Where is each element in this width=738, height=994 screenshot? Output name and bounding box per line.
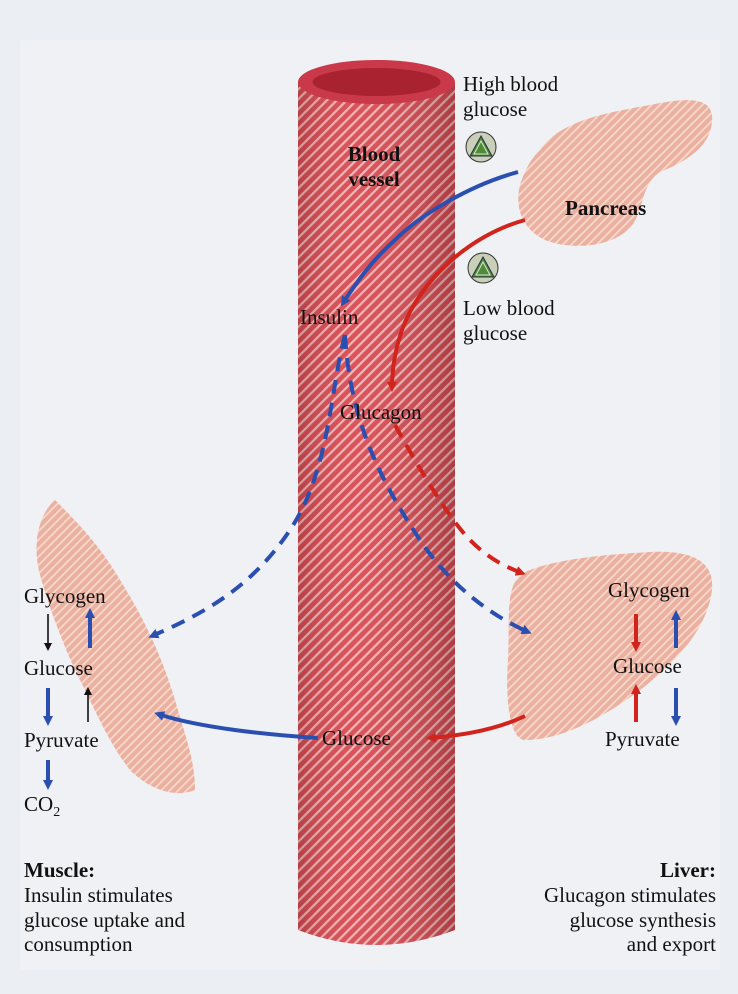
glucagon-label: Glucagon	[340, 400, 422, 425]
blood-vessel	[298, 60, 455, 945]
high-blood-glucose-label: High blood glucose	[463, 72, 558, 122]
muscle-desc-line1: Insulin stimulates	[24, 883, 185, 908]
low-glucose-sensor-icon	[468, 253, 498, 283]
muscle-title: Muscle:	[24, 858, 185, 883]
high-blood-glucose-line1: High blood	[463, 72, 558, 97]
liver-desc-line1: Glucagon stimulates	[544, 883, 716, 908]
muscle-co2-label: CO2	[24, 792, 60, 822]
low-blood-glucose-line2: glucose	[463, 321, 555, 346]
vessel-glucose-label: Glucose	[322, 726, 391, 751]
high-glucose-sensor-icon	[466, 132, 496, 162]
muscle-caption: Muscle: Insulin stimulates glucose uptak…	[24, 858, 185, 957]
blood-vessel-label-line1: Blood	[318, 142, 430, 167]
co2-text: CO	[24, 792, 53, 816]
high-blood-glucose-line2: glucose	[463, 97, 558, 122]
insulin-label: Insulin	[300, 305, 358, 330]
muscle-glucose-label: Glucose	[24, 656, 93, 681]
low-blood-glucose-label: Low blood glucose	[463, 296, 555, 346]
muscle-desc-line3: consumption	[24, 932, 185, 957]
blood-vessel-label: Blood vessel	[318, 142, 430, 192]
liver-title: Liver:	[544, 858, 716, 883]
low-blood-glucose-line1: Low blood	[463, 296, 555, 321]
liver-glucose-label: Glucose	[613, 654, 682, 679]
co2-subscript: 2	[53, 805, 60, 820]
liver-caption: Liver: Glucagon stimulates glucose synth…	[544, 858, 716, 957]
liver-desc-line2: glucose synthesis	[544, 908, 716, 933]
liver-desc-line3: and export	[544, 932, 716, 957]
blood-vessel-label-line2: vessel	[318, 167, 430, 192]
liver-pyruvate-label: Pyruvate	[605, 727, 680, 752]
pancreas-label: Pancreas	[565, 196, 646, 221]
muscle-desc-line2: glucose uptake and	[24, 908, 185, 933]
muscle-glycogen-label: Glycogen	[24, 584, 106, 609]
liver-glycogen-label: Glycogen	[608, 578, 690, 603]
muscle-pyruvate-label: Pyruvate	[24, 728, 99, 753]
